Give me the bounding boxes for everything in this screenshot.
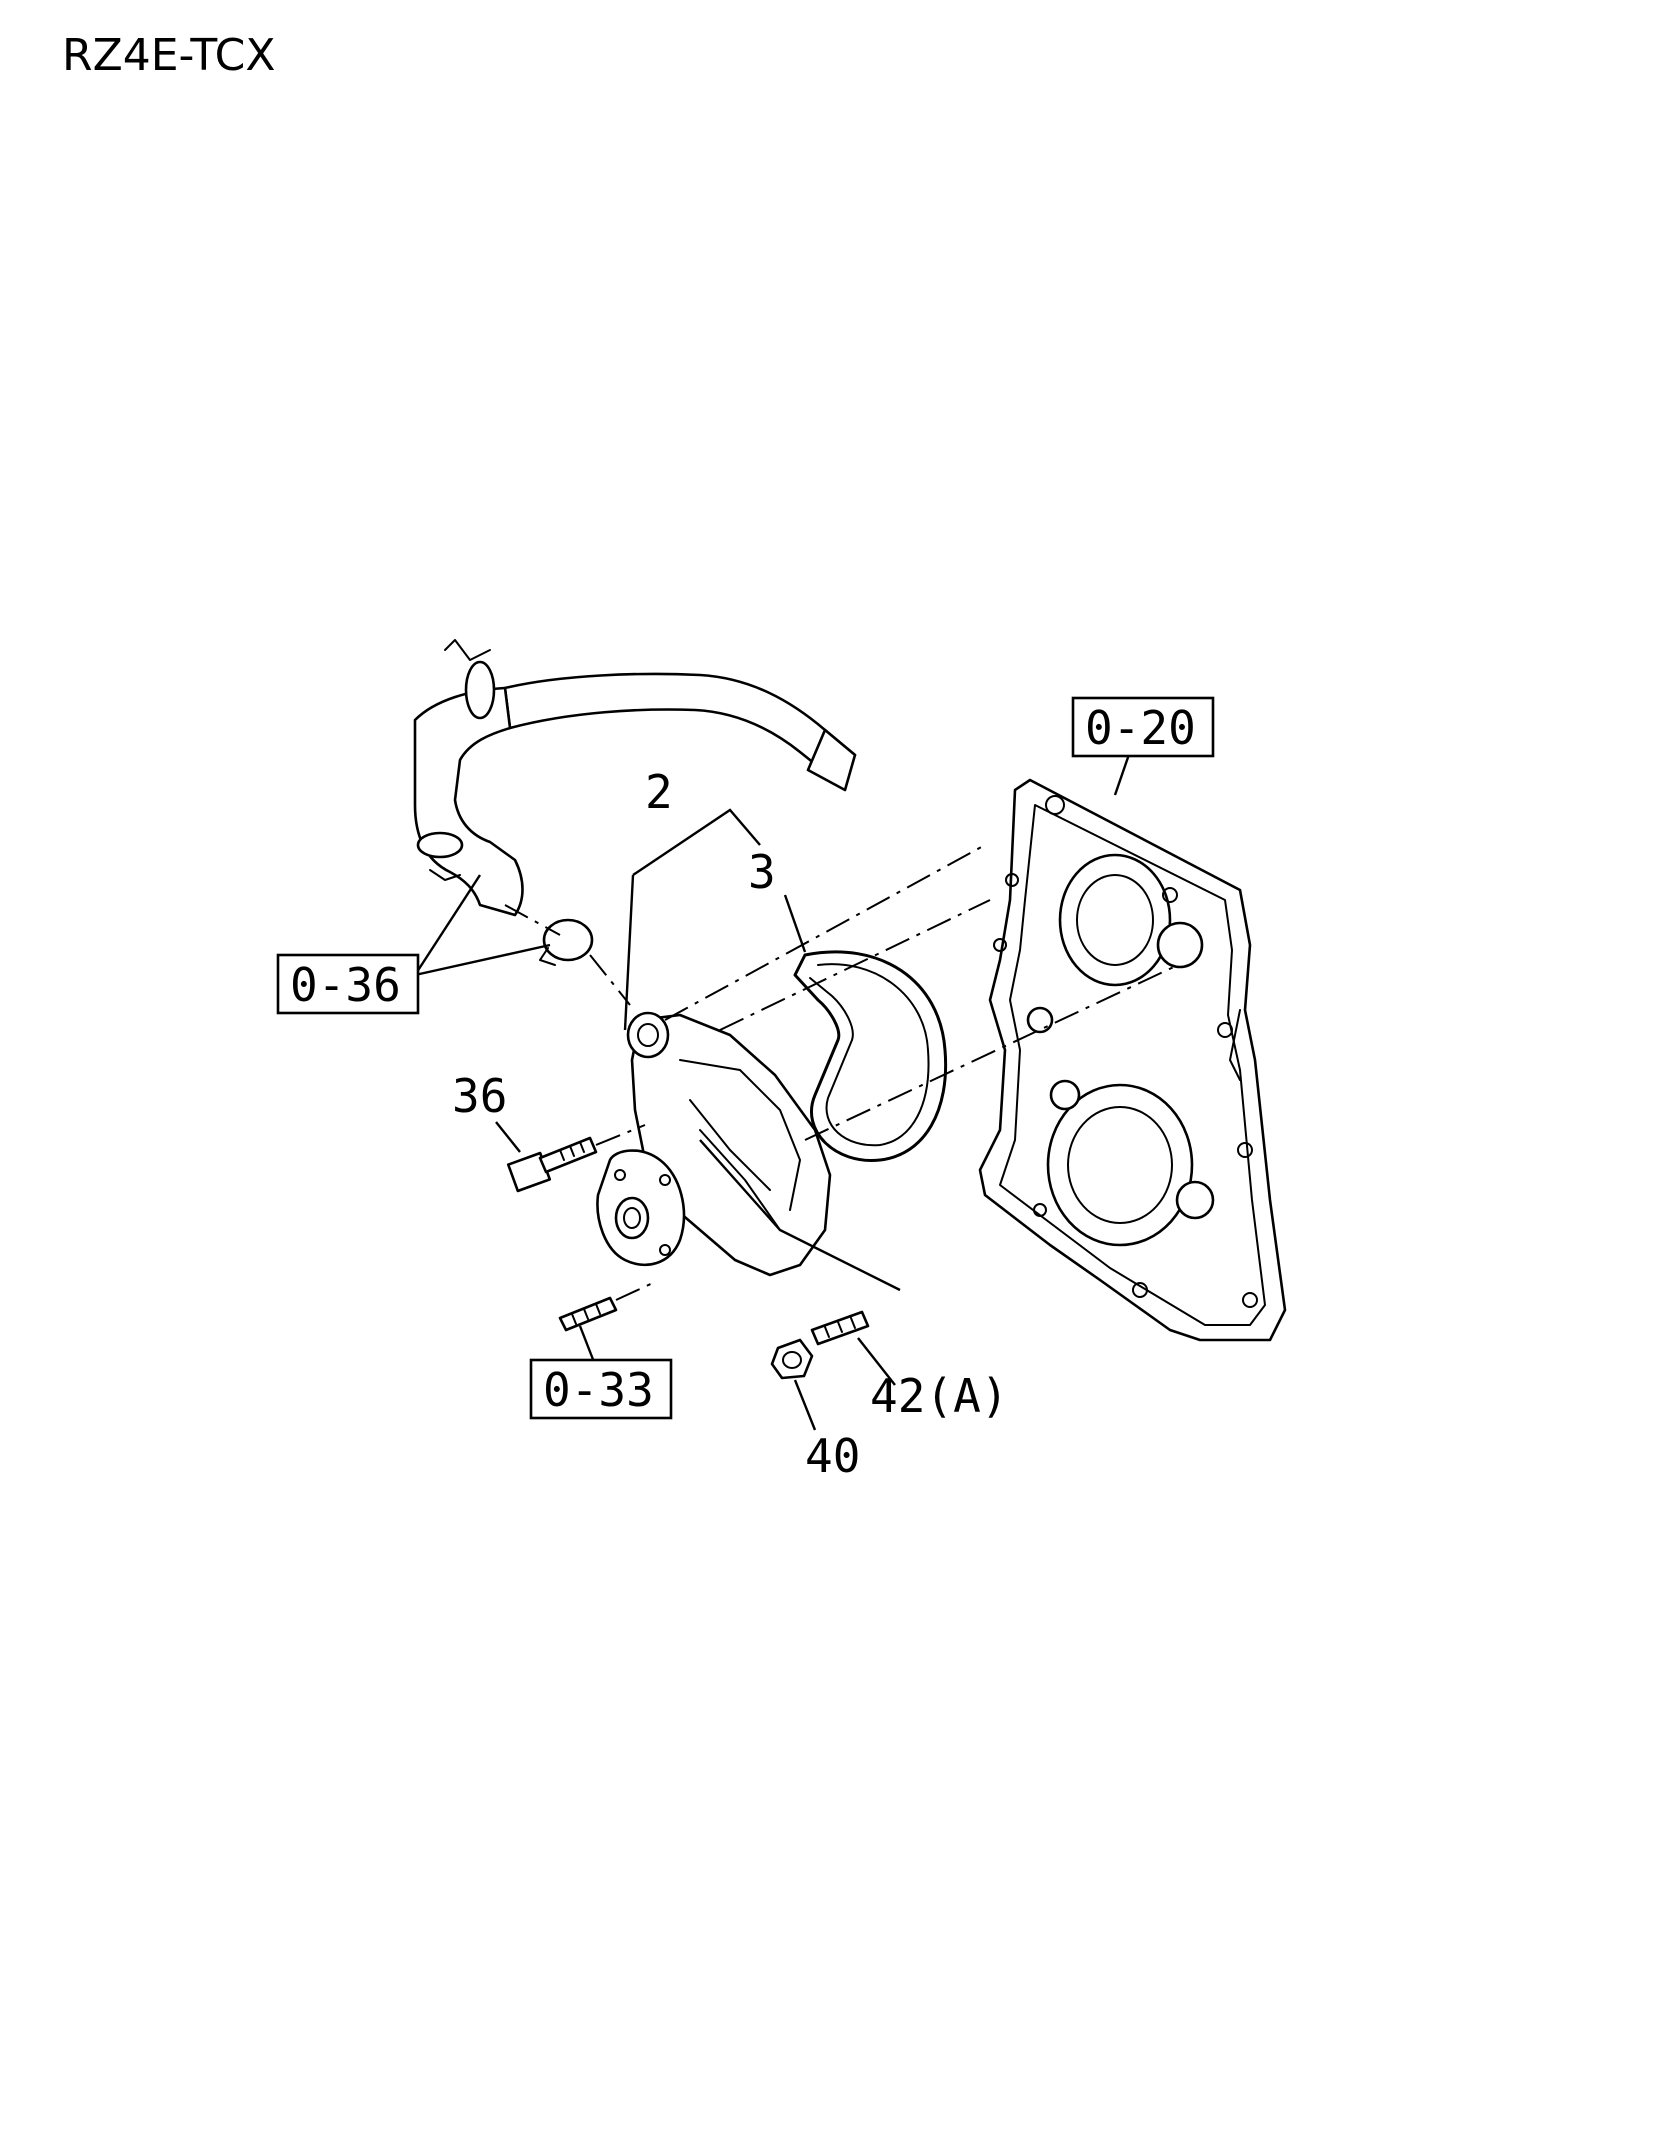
leader-40 [793, 1379, 817, 1431]
callout-3: 3 [748, 845, 776, 899]
coolant-hose[interactable] [413, 639, 857, 917]
pump-stud-right[interactable] [810, 1310, 870, 1346]
callout-42a: 42(A) [870, 1369, 1008, 1423]
svg-text:0-33: 0-33 [543, 1363, 654, 1417]
pump-bolt[interactable] [506, 1136, 598, 1193]
hose-clamp[interactable] [539, 918, 594, 966]
leader-3 [783, 894, 807, 953]
leader-2-b [632, 808, 761, 876]
leader-36 [495, 1121, 521, 1153]
water-pump[interactable] [596, 1011, 832, 1277]
leader-033 [578, 1325, 596, 1363]
svg-text:0-20: 0-20 [1085, 701, 1196, 755]
leader-42-pump [699, 1139, 901, 1292]
svg-text:0-36: 0-36 [290, 958, 401, 1012]
reference-box-0-33[interactable]: 0-33 [529, 1358, 673, 1420]
pump-nut[interactable] [770, 1338, 814, 1380]
reference-box-0-36[interactable]: 0-36 [276, 953, 420, 1015]
diagram-title: RZ4E-TCX [62, 30, 276, 81]
pump-inlet-nozzle [626, 1011, 670, 1059]
callout-2: 2 [645, 765, 673, 819]
water-pump-gasket[interactable] [793, 950, 948, 1162]
leader-42 [857, 1337, 896, 1386]
callout-36: 36 [452, 1069, 507, 1123]
leader-036-a [413, 874, 482, 976]
timing-gear-case[interactable] [978, 778, 1287, 1342]
pump-stud-left[interactable] [558, 1296, 618, 1332]
leader-2-a [623, 874, 635, 1031]
reference-box-0-20[interactable]: 0-20 [1071, 696, 1215, 758]
hose-clamp-upper[interactable] [464, 660, 496, 720]
callout-40: 40 [805, 1429, 860, 1483]
leader-036-b [414, 943, 551, 977]
